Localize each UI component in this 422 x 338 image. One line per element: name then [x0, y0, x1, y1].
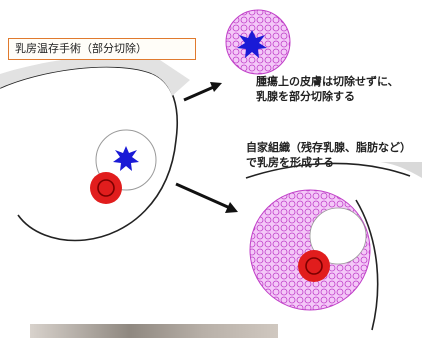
- photo-strip: [30, 324, 278, 338]
- breast-after: [243, 162, 422, 338]
- breast-before: [0, 56, 190, 241]
- arrow-right-up-icon: [184, 82, 222, 100]
- excised-specimen: [226, 10, 290, 74]
- excision-note-line-2: 乳腺を部分切除する: [256, 89, 399, 104]
- reconstruction-note: 自家組織（残存乳腺、脂肪など） で乳房を形成する: [246, 140, 411, 170]
- reconstruction-note-line-1: 自家組織（残存乳腺、脂肪など）: [246, 140, 411, 155]
- procedure-title: 乳房温存手術（部分切除）: [8, 38, 196, 60]
- arrow-right-down-icon: [176, 184, 238, 213]
- reconstruction-note-line-2: で乳房を形成する: [246, 155, 411, 170]
- nipple-after-inner: [306, 258, 322, 274]
- excision-note-line-1: 腫瘍上の皮膚は切除せずに、: [256, 74, 399, 89]
- nipple-inner: [98, 180, 114, 196]
- excision-note: 腫瘍上の皮膚は切除せずに、 乳腺を部分切除する: [256, 74, 399, 104]
